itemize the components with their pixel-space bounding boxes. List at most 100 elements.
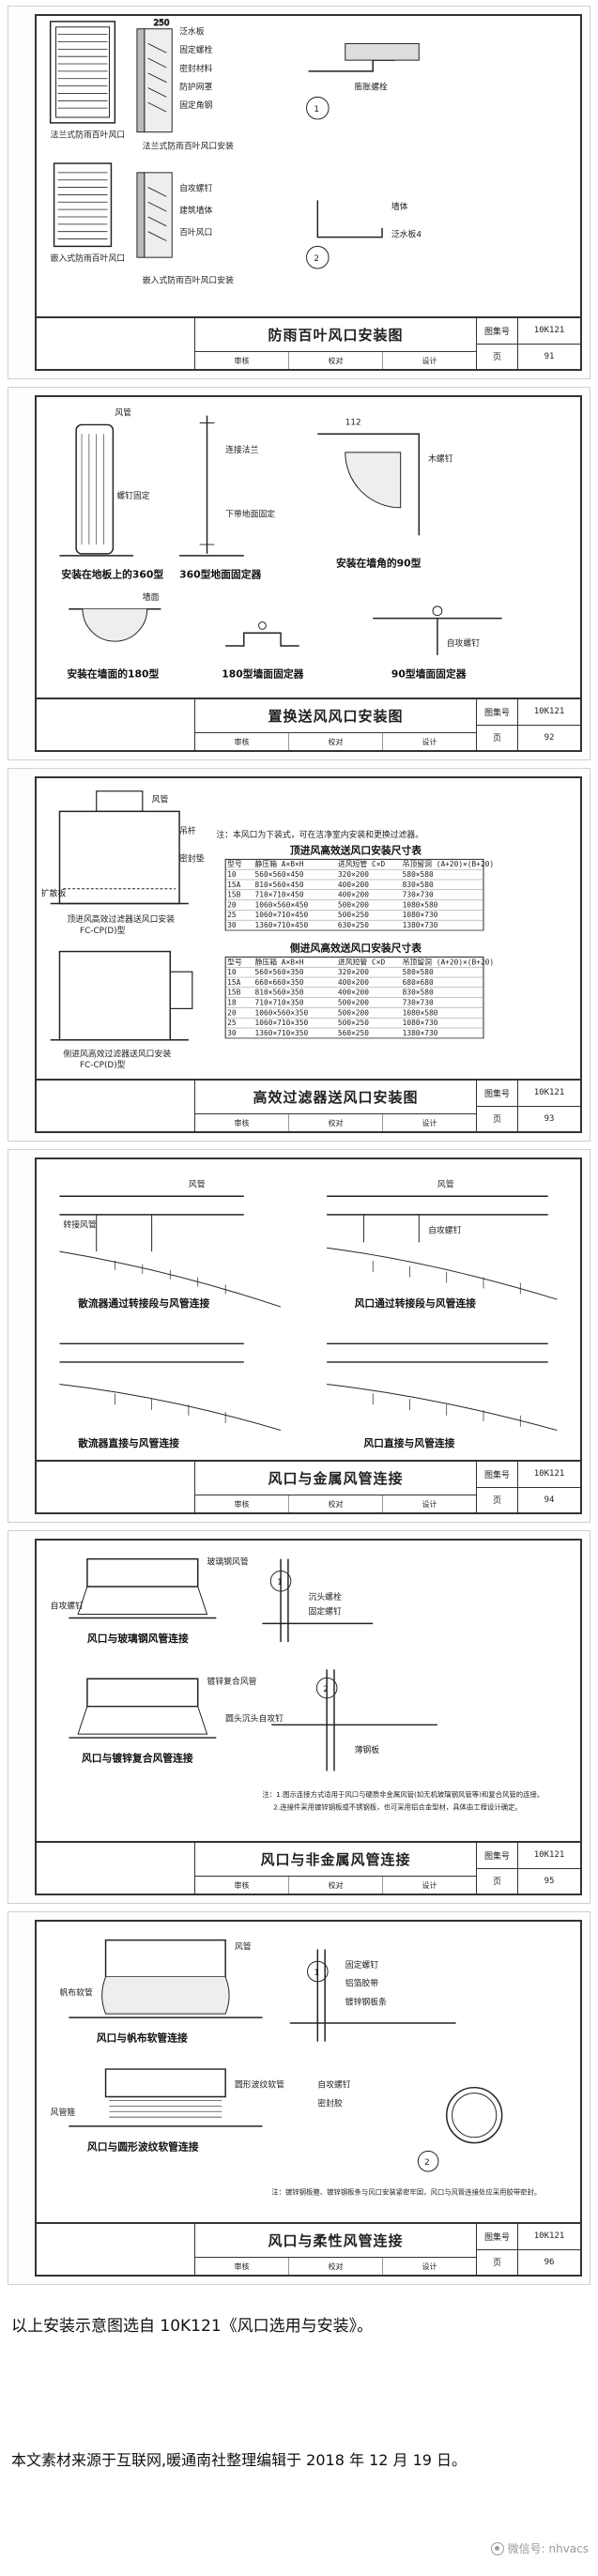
label-duct: 风管 (152, 794, 169, 805)
table-cell: 20 (227, 1008, 237, 1017)
page-label: 页 (477, 725, 518, 750)
label-fix-bolt: 固定螺栓 (179, 44, 212, 55)
table-cell: 400×200 (338, 891, 369, 899)
dim-112: 112 (345, 418, 361, 427)
fixer-90 (373, 606, 502, 655)
detail-2-number: 2 (314, 254, 319, 264)
table-cell: 15A (227, 978, 240, 987)
page-label: 页 (477, 344, 518, 369)
sheet-frame: 法兰式防雨百叶风口 嵌入式防雨百叶风口 250 (35, 14, 582, 371)
atlas-label: 图集号 (477, 318, 518, 344)
label-screw: 螺钉固定 (116, 490, 149, 501)
page-number: 94 (544, 1495, 555, 1505)
top-entry-box (50, 790, 189, 905)
outlet-via-transition (327, 1195, 558, 1300)
detail-2-number: 2 (323, 1685, 329, 1694)
table-cell: 30 (227, 1029, 237, 1037)
signoff-review: 审核 (195, 1495, 289, 1512)
page-number: 93 (544, 1113, 555, 1124)
label-canvas-hose: 帆布软管 (59, 1987, 92, 1999)
round-hose-connection (69, 2068, 263, 2127)
table-cell: 1360×710×450 (255, 921, 309, 929)
label-flashing-4: 泛水板4 (391, 229, 422, 240)
louver-drawing: 法兰式防雨百叶风口 嵌入式防雨百叶风口 250 (49, 18, 422, 286)
signoff-review: 审核 (195, 2258, 289, 2275)
atlas-number: 10K121 (533, 1850, 565, 1861)
label-wood-screw: 木螺钉 (428, 453, 453, 465)
label-composite-connection: 风口与镀锌复合风管连接 (82, 1753, 193, 1765)
signoff-design: 设计 (422, 2262, 437, 2271)
diffuser-via-transition (59, 1195, 282, 1308)
detail-1 (262, 1558, 374, 1642)
label-table-top: 顶进风高效送风口安装尺寸表 (290, 844, 422, 856)
label-side-entry: 侧进风高效过滤器送风口安装 (63, 1048, 171, 1059)
label-guard-net: 防护网罩 (179, 82, 212, 93)
table-cell: 680×680 (403, 978, 434, 987)
label-flange-louver: 法兰式防雨百叶风口 (51, 130, 125, 141)
drawing-sheet-5: 玻璃钢风管 自攻螺钉 风口与玻璃钢风管连接 镀锌复合风管 风口与镀锌复合风管连接… (8, 1530, 590, 1904)
table-cell: 1080×580 (403, 900, 438, 909)
table-cell: 560×250 (338, 1029, 369, 1037)
table-header-cell: 型号 (227, 958, 242, 966)
page-label: 页 (477, 1487, 518, 1512)
page-number: 95 (544, 1876, 555, 1886)
label-model-top: FC-CP(D)型 (80, 926, 126, 936)
diffuser-direct (59, 1342, 282, 1432)
label-self-tap-b: 自攻螺钉 (428, 1225, 461, 1236)
dim-250: 250 (154, 19, 170, 28)
flexible-duct-drawing: 风管 帆布软管 风口与帆布软管连接 圆形波纹软管 风管箍 风口与圆形波纹软管连接… (51, 1939, 541, 2197)
label-sealant: 密封材料 (179, 63, 212, 74)
table-cell: 1380×730 (403, 921, 438, 929)
composite-duct-connection (69, 1678, 217, 1739)
label-model-side: FC-CP(D)型 (80, 1060, 126, 1070)
detail-2-number: 2 (424, 2158, 430, 2168)
table-cell: 630×250 (338, 921, 369, 929)
embedded-louver-elevation (53, 162, 113, 248)
sheet-title: 防雨百叶风口安装图 (195, 318, 476, 352)
label-wall: 建筑墙体 (179, 205, 212, 216)
atlas-label: 图集号 (477, 1462, 518, 1487)
atlas-number: 10K121 (533, 1088, 565, 1098)
label-duct-a: 风管 (189, 1178, 206, 1189)
table-cell: 1360×710×350 (255, 1029, 309, 1037)
table-cell: 25 (227, 911, 237, 919)
label-angle-steel: 固定角钢 (179, 100, 212, 111)
label-steel-strip: 镀锌钢板条 (345, 1996, 387, 2007)
table-cell: 500×200 (338, 998, 369, 1006)
label-corner-90: 安装在墙角的90型 (336, 558, 422, 570)
signoff-review: 审核 (195, 1877, 289, 1894)
label-frp-connection: 风口与玻璃钢风管连接 (87, 1633, 189, 1645)
label-embedded-louver: 嵌入式防雨百叶风口 (51, 253, 125, 264)
detail-2 (271, 1669, 437, 1771)
label-frp-duct: 玻璃钢风管 (207, 1556, 249, 1568)
signoff-review: 审核 (195, 352, 289, 369)
drawing-sheet-1: 法兰式防雨百叶风口 嵌入式防雨百叶风口 250 (8, 6, 590, 379)
atlas-number: 10K121 (533, 326, 565, 336)
embedded-louver-section (136, 172, 173, 258)
flange-louver-elevation (49, 21, 116, 124)
table-cell: 730×730 (403, 998, 434, 1006)
drawing-sheet-2: 风管 螺钉固定 安装在地板上的360型 连接法兰 下带地面固定 360型地面固定… (8, 387, 590, 760)
atlas-number: 10K121 (533, 2231, 565, 2242)
label-fix-screw: 固定螺钉 (308, 1606, 341, 1618)
sheet-title: 风口与金属风管连接 (195, 1462, 476, 1495)
floor-360-unit (59, 423, 133, 557)
label-countersunk-bolt: 沉头螺栓 (308, 1591, 341, 1602)
table-cell: 25 (227, 1019, 237, 1027)
label-self-tap: 自攻螺钉 (179, 183, 212, 194)
atlas-label: 图集号 (477, 1081, 518, 1106)
label-flange: 连接法兰 (225, 444, 258, 455)
table-header-cell: 静压箱 A×B×H (255, 859, 304, 868)
atlas-number: 10K121 (533, 1469, 565, 1480)
table-cell: 830×580 (403, 881, 434, 889)
label-expansion-bolt: 膨胀螺栓 (355, 82, 388, 93)
drawing-area: 法兰式防雨百叶风口 嵌入式防雨百叶风口 250 (37, 16, 580, 316)
wechat-watermark: 微信号: nhvacs (490, 2540, 589, 2556)
page-label: 页 (477, 2249, 518, 2275)
flange-louver-section: 250 (136, 18, 173, 133)
table-cell: 500×200 (338, 1008, 369, 1017)
nonmetal-duct-drawing: 玻璃钢风管 自攻螺钉 风口与玻璃钢风管连接 镀锌复合风管 风口与镀锌复合风管连接… (51, 1556, 544, 1812)
table-header-cell: 静压箱 A×B×H (255, 957, 304, 966)
